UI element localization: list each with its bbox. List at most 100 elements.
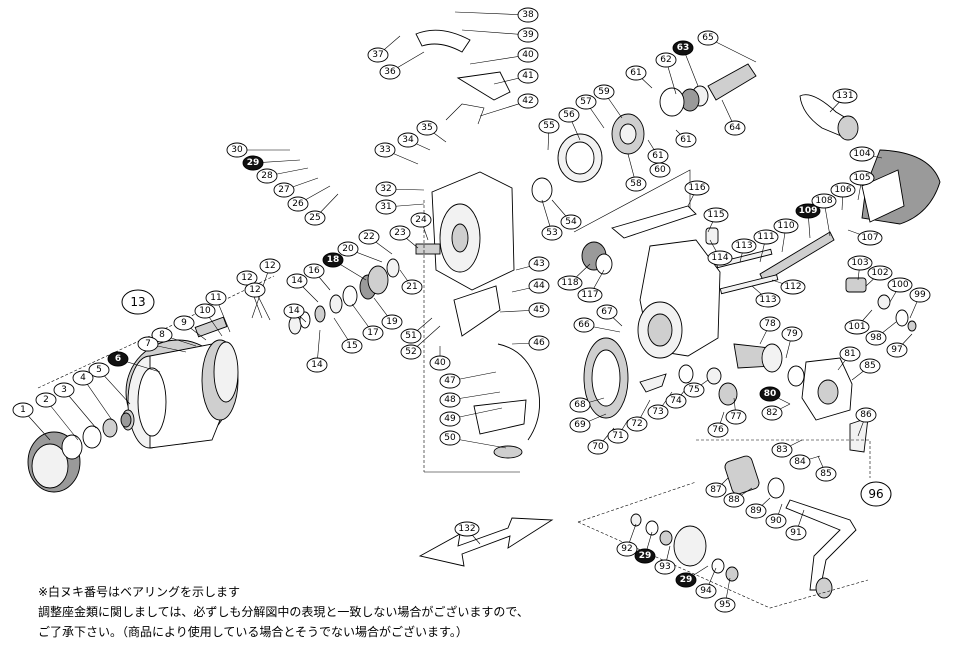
part-label-oval	[517, 68, 539, 84]
part-label-oval	[287, 196, 309, 212]
part-label-112: 112	[780, 279, 806, 295]
part-label-oval	[887, 277, 913, 293]
part-number-text: 12	[264, 261, 275, 271]
part-label-118: 118	[557, 275, 583, 291]
part-label-93: 93	[654, 559, 676, 575]
part-label-94: 94	[695, 583, 717, 599]
part-label-oval	[857, 230, 883, 246]
part-number-text: 37	[372, 50, 383, 60]
part-number-text: 41	[522, 71, 533, 81]
part-number-text: 109	[799, 206, 818, 216]
part-number-text: 105	[853, 173, 870, 183]
part-label-27: 27	[273, 182, 295, 198]
part-label-oval	[714, 597, 736, 613]
part-label-49: 49	[439, 411, 461, 427]
part-label-2: 2	[35, 392, 57, 408]
part-label-oval	[517, 7, 539, 23]
part-number-text: 115	[707, 210, 724, 220]
part-number-text: 63	[677, 43, 690, 53]
part-number-text: 59	[598, 87, 610, 97]
part-number-text: 24	[415, 215, 427, 225]
part-label-oval	[849, 170, 875, 186]
part-label-12: 12	[259, 258, 281, 274]
part-label-oval	[367, 47, 389, 63]
part-number-text: 112	[784, 282, 801, 292]
part-number-text: 28	[261, 171, 273, 181]
part-label-oval	[400, 344, 422, 360]
part-label-oval	[151, 327, 173, 343]
part-number-text: 81	[844, 349, 855, 359]
spool-drawing	[27, 316, 239, 493]
part-label-oval	[12, 402, 34, 418]
part-label-oval	[573, 317, 595, 333]
part-label-oval	[381, 314, 403, 330]
part-label-30: 30	[226, 142, 248, 158]
part-number-text: 80	[764, 389, 777, 399]
part-label-89: 89	[745, 503, 767, 519]
part-label-oval	[723, 492, 745, 508]
part-label-8: 8	[151, 327, 173, 343]
part-number-text: 6	[115, 354, 121, 364]
part-label-oval	[205, 290, 227, 306]
part-label-77: 77	[725, 409, 747, 425]
part-number-text: 3	[61, 385, 67, 395]
part-number-text: 14	[311, 360, 323, 370]
part-label-36: 36	[379, 64, 401, 80]
part-label-oval	[675, 572, 697, 588]
part-number-text: 8	[159, 330, 165, 340]
part-number-text: 11	[210, 293, 221, 303]
part-label-113: 113	[755, 292, 781, 308]
part-number-text: 48	[444, 395, 456, 405]
part-label-oval	[389, 225, 411, 241]
part-label-oval	[795, 203, 821, 219]
part-label-oval	[707, 422, 729, 438]
part-label-28: 28	[256, 168, 278, 184]
part-label-12: 12	[236, 270, 258, 286]
part-number-text: 113	[735, 241, 752, 251]
part-label-oval	[560, 214, 582, 230]
part-label-oval	[634, 548, 656, 564]
part-label-oval	[607, 428, 629, 444]
part-number-text: 32	[380, 184, 391, 194]
part-label-68: 68	[569, 397, 591, 413]
part-label-oval	[429, 355, 451, 371]
part-label-oval	[625, 65, 647, 81]
part-number-text: 25	[309, 213, 320, 223]
part-label-oval	[587, 439, 609, 455]
part-label-92: 92	[616, 541, 638, 557]
part-label-99: 99	[909, 287, 931, 303]
part-number-text: 38	[522, 10, 534, 20]
part-label-12: 12	[244, 282, 266, 298]
part-label-71: 71	[607, 428, 629, 444]
part-label-oval	[244, 282, 266, 298]
part-label-84: 84	[789, 454, 811, 470]
leader-39	[461, 29, 529, 36]
part-label-31: 31	[375, 199, 397, 215]
part-label-55: 55	[538, 118, 560, 134]
part-number-text: 44	[533, 281, 545, 291]
part-label-44: 44	[528, 278, 550, 294]
part-label-100: 100	[887, 277, 913, 293]
part-label-110: 110	[773, 218, 799, 234]
part-label-oval	[173, 315, 195, 331]
part-number-text: 83	[776, 445, 787, 455]
part-number-text: 118	[561, 278, 578, 288]
part-label-109: 109	[795, 203, 821, 219]
roller-drawing	[531, 63, 757, 203]
part-label-oval	[865, 330, 887, 346]
part-label-80: 80	[759, 386, 781, 402]
part-label-7: 7	[137, 336, 159, 352]
footnotes: ※白ヌキ番号はベアリングを示します 調整座金類に関しましては、必ずしも分解図中の…	[38, 582, 529, 642]
part-number-text: 56	[563, 110, 575, 120]
part-label-5: 5	[88, 362, 110, 378]
part-number-text: 64	[729, 123, 741, 133]
part-label-24: 24	[410, 212, 432, 228]
body-drawing	[581, 205, 721, 359]
part-label-oval	[397, 132, 419, 148]
part-label-oval	[705, 482, 727, 498]
part-number-text: 43	[533, 259, 544, 269]
part-label-29: 29	[242, 155, 264, 171]
part-number-text: 27	[278, 185, 289, 195]
part-label-oval	[647, 148, 669, 164]
part-number-text: 103	[851, 258, 868, 268]
